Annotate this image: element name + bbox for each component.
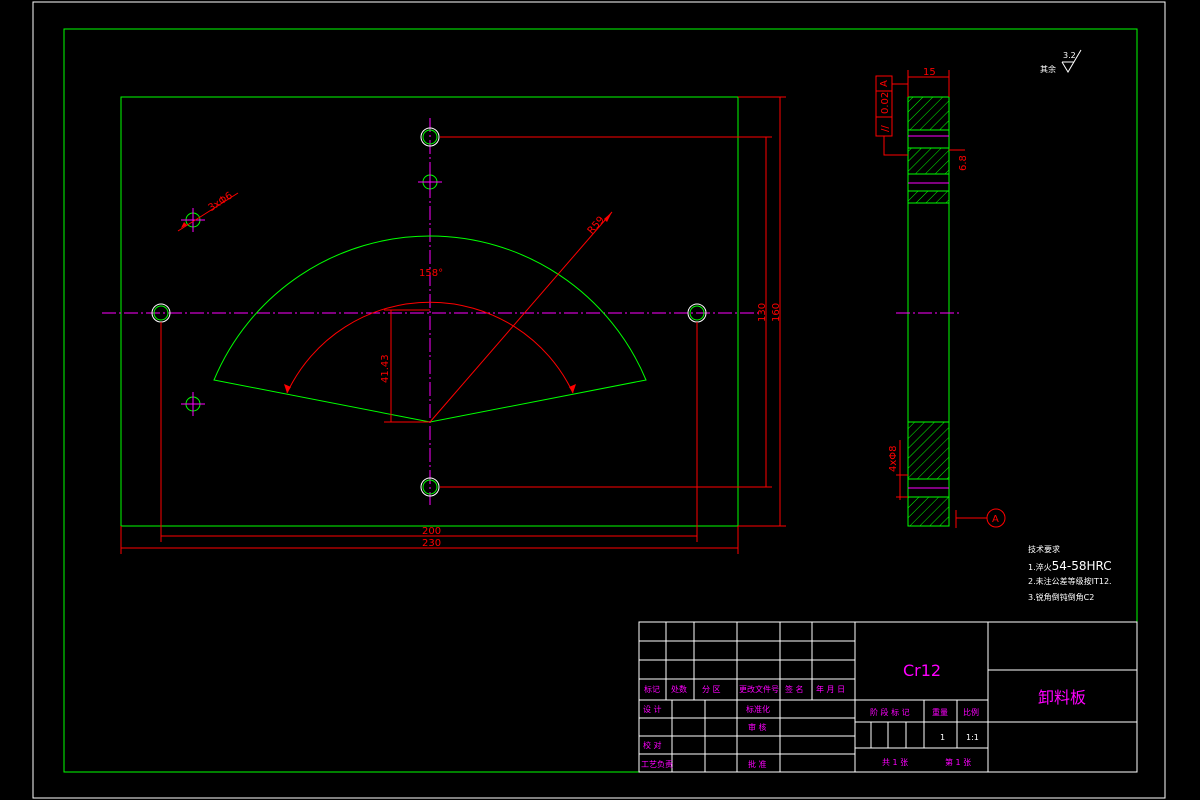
hole-callout-3x6: 3xΦ6 <box>206 190 234 214</box>
tolerance-value: 0.02 <box>880 92 891 114</box>
hole-dowel-top <box>418 170 442 194</box>
dim-130-label: 130 <box>757 303 768 322</box>
tb-label-process: 工艺负责 <box>641 759 673 769</box>
side-view: 15 A 0.02 // 6.8 4xΦ8 A <box>875 67 1006 528</box>
title-block-text: 标记 处数 分 区 更改文件号 签 名 年 月 日 设 计 标准化 审 核 校 … <box>641 661 1086 769</box>
sheet-outer-border <box>32 1 1166 799</box>
hatch-5 <box>907 496 950 527</box>
angle-arc <box>286 301 574 394</box>
tb-material: Cr12 <box>903 661 941 680</box>
roughness-label: 其余 <box>1040 64 1056 74</box>
hole-top <box>420 127 440 147</box>
tech-req-line3: 3.锐角倒钝倒角C2 <box>1028 592 1094 602</box>
hole-callout-leader <box>177 192 239 232</box>
radius-dimension: R59 <box>586 215 607 237</box>
tolerance-leader <box>883 136 908 156</box>
tb-label-design: 设 计 <box>643 704 662 714</box>
roughness-symbol-icon <box>1061 49 1082 73</box>
hatch-2 <box>907 147 950 175</box>
tb-label-approve: 批 准 <box>748 759 767 769</box>
hole-dowel-lower-left <box>181 392 205 416</box>
dim-160-label: 160 <box>771 303 782 322</box>
height-dimension: 41.43 <box>380 354 391 383</box>
title-block <box>638 621 1138 773</box>
roughness-note: 其余 3.2 <box>1040 49 1082 74</box>
tb-weight-value: 1 <box>940 733 945 742</box>
tb-label-count: 处数 <box>671 684 687 694</box>
tb-label-weight: 重量 <box>932 707 948 717</box>
radius-leader <box>429 211 613 423</box>
tb-sheet-no: 第 1 张 <box>945 757 971 767</box>
datum-circle <box>986 508 1006 528</box>
hole-callout-arrow <box>181 222 187 228</box>
hole-dowel-upper-left <box>181 208 205 232</box>
tb-label-review: 审 核 <box>748 722 767 732</box>
plate-outline <box>120 96 739 527</box>
datum-label: A <box>992 514 999 525</box>
thickness-dimension: 15 <box>923 67 936 78</box>
tech-req-line1-prefix: 1.淬火 <box>1028 562 1052 572</box>
tolerance-leader-top <box>892 83 909 97</box>
sheet-inner-border <box>63 28 1138 773</box>
tech-req-line2: 2.未注公差等级按IT12. <box>1028 576 1112 586</box>
tech-req-line1: 1.淬火54-58HRC <box>1028 559 1112 573</box>
roughness-value: 3.2 <box>1063 51 1076 60</box>
tb-label-standardization: 标准化 <box>746 704 770 714</box>
tb-label-scale: 比例 <box>963 707 979 717</box>
tb-label-sign: 签 名 <box>785 684 804 694</box>
tech-req-title: 技术要求 <box>1028 544 1060 554</box>
hatch-1 <box>907 96 950 131</box>
angle-arrow-right <box>569 384 576 393</box>
plan-view: 158° R59 41.43 <box>102 96 786 554</box>
angle-dimension: 158° <box>419 268 443 279</box>
chamfer-dimension: 6.8 <box>958 155 969 171</box>
parallel-symbol: // <box>880 125 891 132</box>
angle-arrow-left <box>284 384 291 393</box>
tech-req-line1-value: 54-58HRC <box>1052 559 1112 573</box>
tb-part-name: 卸料板 <box>1038 688 1086 707</box>
dim-230-label: 230 <box>422 538 441 549</box>
title-block-frame <box>638 621 1138 773</box>
tb-label-zone: 分 区 <box>702 685 721 694</box>
hatch-4 <box>907 421 950 480</box>
tb-label-date: 年 月 日 <box>816 684 845 694</box>
tb-scale-value: 1:1 <box>966 733 979 742</box>
tb-label-check: 校 对 <box>643 740 662 750</box>
tb-label-change-doc: 更改文件号 <box>739 684 779 694</box>
hole-bottom <box>420 477 440 497</box>
hole-callout-4x8: 4xΦ8 <box>888 445 899 472</box>
tb-total-sheets: 共 1 张 <box>882 758 908 767</box>
tb-label-stage: 阶 段 标 记 <box>870 707 910 717</box>
tb-label-mark: 标记 <box>644 684 660 694</box>
fan-cutout-outline <box>213 235 647 423</box>
radius-arrow <box>604 212 612 222</box>
tech-requirements: 技术要求 1.淬火54-58HRC 2.未注公差等级按IT12. 3.锐角倒钝倒… <box>1028 544 1112 602</box>
hatch-3 <box>907 190 950 204</box>
dim-200-label: 200 <box>422 526 441 537</box>
tolerance-datum: A <box>879 80 890 87</box>
